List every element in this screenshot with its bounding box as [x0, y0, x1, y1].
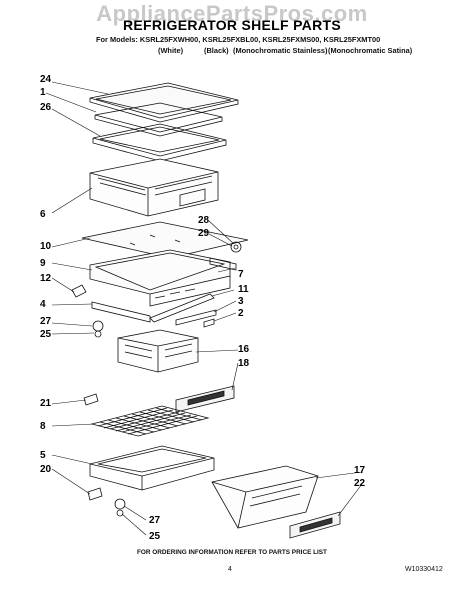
callout-12: 12 [40, 273, 52, 284]
callout-4: 4 [40, 299, 46, 310]
callout-27: 27 [40, 316, 52, 327]
callout-26: 26 [40, 102, 52, 113]
part-21-clip [83, 393, 99, 406]
callout-10: 10 [40, 241, 52, 252]
part-17-drawer [211, 465, 319, 529]
part-26-tray [92, 123, 227, 162]
callout-1: 1 [40, 87, 46, 98]
color-monochromatic-stainless: (Monochromatic Stainless) [233, 46, 328, 55]
part-10-glass-panel [81, 221, 249, 259]
callout-22: 22 [354, 478, 366, 489]
part-11-rail [149, 293, 215, 323]
color-black: (Black) [204, 46, 229, 55]
callout-20: 20 [40, 464, 52, 475]
models-line: For Models: KSRL25FXWH00, KSRL25FXBL00, … [96, 35, 381, 44]
part-27-25-roller [92, 320, 104, 338]
callout-6: 6 [40, 209, 46, 220]
part-8-wire-shelf [90, 405, 210, 437]
part-18-drawer-front [175, 385, 235, 413]
callout-25: 25 [40, 329, 52, 340]
part-20-clip [87, 487, 103, 501]
color-white: (White) [158, 46, 184, 55]
watermark: AppliancePartsPros.com [96, 1, 368, 26]
page-number: 4 [228, 566, 232, 573]
callout-2: 2 [238, 308, 244, 319]
part-6-drawer [89, 158, 219, 217]
callout-28: 28 [198, 215, 210, 226]
callout-9: 9 [40, 258, 46, 269]
part-9-cover-frame [89, 249, 231, 307]
part-12-clip [71, 284, 87, 298]
part-4-bracket [91, 301, 151, 323]
part-3-2-hinge [175, 309, 217, 328]
callout-21: 21 [40, 398, 52, 409]
callout-8: 8 [40, 421, 46, 432]
part-5-frame [89, 445, 215, 491]
page-title: REFRIGERATOR SHELF PARTS [123, 17, 341, 33]
part-28-29-knob [230, 241, 242, 253]
part-27-25-lower-roller [114, 498, 126, 517]
callout-29: 29 [198, 228, 210, 239]
part-24-top-shelf [89, 82, 239, 123]
color-monochromatic-satina: (Monochromatic Satina) [328, 46, 413, 55]
callout-25-lower: 25 [149, 531, 161, 542]
part-16-pan [117, 329, 199, 373]
callout-24: 24 [40, 74, 52, 85]
callout-18: 18 [238, 358, 250, 369]
part-1-shelf-frame [94, 102, 223, 137]
ordering-footer: FOR ORDERING INFORMATION REFER TO PARTS … [137, 549, 327, 556]
document-number: W10330412 [405, 566, 443, 573]
callout-16: 16 [238, 344, 250, 355]
callout-27-lower: 27 [149, 515, 161, 526]
callout-11: 11 [238, 284, 249, 295]
callout-7: 7 [238, 269, 244, 280]
part-22-drawer-front [289, 511, 341, 539]
part-7-slide-rail [209, 257, 237, 271]
callout-5: 5 [40, 450, 46, 461]
callout-3: 3 [238, 296, 244, 307]
callout-17: 17 [354, 465, 366, 476]
